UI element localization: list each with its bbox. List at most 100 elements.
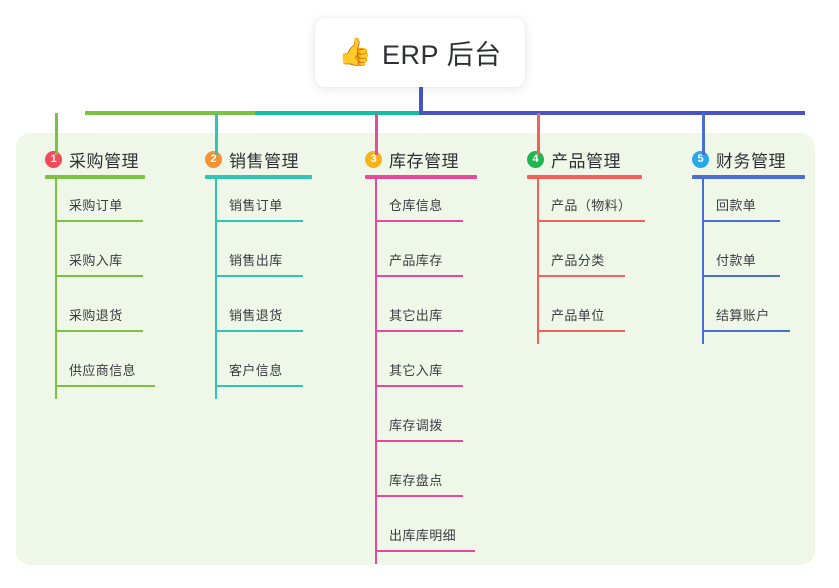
list-item-rule — [55, 385, 155, 387]
connector-bar-green — [85, 111, 257, 115]
root-title-text: ERP 后台 — [382, 40, 502, 70]
list-item-label: 其它入库 — [389, 363, 443, 378]
list-item-rule — [375, 385, 463, 387]
list-item[interactable]: 库存盘点 — [365, 454, 477, 509]
column-index-badge: 4 — [527, 150, 544, 168]
column-item-list: 回款单付款单结算账户 — [692, 179, 805, 344]
list-item-label: 其它出库 — [389, 308, 443, 323]
list-item-label: 采购退货 — [69, 308, 123, 323]
list-item-rule — [537, 330, 625, 332]
list-item[interactable]: 客户信息 — [205, 344, 312, 399]
column-trunk-line — [537, 179, 539, 344]
list-item-label: 采购订单 — [69, 198, 123, 213]
column-drop-connector-1 — [55, 113, 58, 155]
list-item-rule — [375, 550, 475, 552]
column-trunk-line — [215, 179, 217, 399]
list-item[interactable]: 结算账户 — [692, 289, 805, 344]
root-title-card[interactable]: 👍 ERP 后台 — [315, 18, 525, 87]
list-item-rule — [702, 275, 780, 277]
list-item[interactable]: 销售订单 — [205, 179, 312, 234]
list-item-rule — [55, 275, 143, 277]
list-item-rule — [215, 275, 303, 277]
content-panel — [16, 133, 815, 565]
list-item-label: 库存盘点 — [389, 473, 443, 488]
list-item-rule — [375, 495, 463, 497]
list-item[interactable]: 采购入库 — [45, 234, 145, 289]
list-item-rule — [215, 385, 303, 387]
list-item-label: 采购入库 — [69, 253, 123, 268]
list-item-rule — [537, 275, 625, 277]
list-item[interactable]: 回款单 — [692, 179, 805, 234]
column-header-4[interactable]: 4 产品管理 — [527, 148, 642, 171]
list-item-label: 库存调拨 — [389, 418, 443, 433]
root-stem-connector — [419, 87, 423, 115]
column-drop-connector-3 — [375, 113, 378, 155]
list-item[interactable]: 采购订单 — [45, 179, 145, 234]
list-item[interactable]: 销售退货 — [205, 289, 312, 344]
column-title: 产品管理 — [551, 151, 621, 171]
list-item[interactable]: 销售出库 — [205, 234, 312, 289]
column-item-list: 产品（物料） 产品分类产品单位 — [527, 179, 645, 344]
list-item-label: 仓库信息 — [389, 198, 443, 213]
list-item[interactable]: 付款单 — [692, 234, 805, 289]
column-title: 采购管理 — [69, 151, 139, 171]
list-item-rule — [375, 220, 463, 222]
column-header-1[interactable]: 1 采购管理 — [45, 148, 145, 171]
column-header-rule — [692, 175, 805, 179]
list-item-label: 销售出库 — [229, 253, 283, 268]
list-item-label: 客户信息 — [229, 363, 283, 378]
column-2[interactable]: 2 销售管理销售订单销售出库销售退货客户信息 — [205, 148, 312, 399]
list-item[interactable]: 仓库信息 — [365, 179, 477, 234]
column-index-badge: 3 — [365, 150, 382, 168]
list-item-label: 供应商信息 — [69, 363, 137, 378]
column-item-list: 采购订单采购入库采购退货供应商信息 — [45, 179, 155, 399]
list-item-rule — [375, 330, 463, 332]
column-title: 财务管理 — [716, 151, 786, 171]
list-item-rule — [55, 220, 143, 222]
column-trunk-line — [375, 179, 377, 564]
list-item-label: 销售退货 — [229, 308, 283, 323]
column-drop-connector-4 — [537, 113, 540, 155]
list-item[interactable]: 产品分类 — [527, 234, 642, 289]
list-item-rule — [702, 330, 790, 332]
column-4[interactable]: 4 产品管理产品（物料） 产品分类产品单位 — [527, 148, 645, 344]
column-header-rule — [205, 175, 312, 179]
column-header-2[interactable]: 2 销售管理 — [205, 148, 312, 171]
connector-bar-teal — [255, 111, 423, 115]
list-item[interactable]: 产品（物料） — [527, 179, 645, 234]
list-item-rule — [215, 220, 303, 222]
list-item[interactable]: 库存调拨 — [365, 399, 477, 454]
list-item-rule — [702, 220, 780, 222]
list-item[interactable]: 供应商信息 — [45, 344, 155, 399]
list-item[interactable]: 采购退货 — [45, 289, 145, 344]
list-item[interactable]: 产品单位 — [527, 289, 642, 344]
list-item-rule — [537, 220, 645, 222]
column-index-badge: 1 — [45, 150, 62, 168]
list-item-rule — [375, 275, 463, 277]
column-index-badge: 2 — [205, 150, 222, 168]
column-1[interactable]: 1 采购管理采购订单采购入库采购退货供应商信息 — [45, 148, 155, 399]
list-item[interactable]: 其它入库 — [365, 344, 477, 399]
list-item-label: 产品分类 — [551, 253, 605, 268]
column-header-rule — [527, 175, 642, 179]
list-item-rule — [375, 440, 463, 442]
list-item[interactable]: 产品库存 — [365, 234, 477, 289]
column-drop-connector-5 — [702, 113, 705, 155]
list-item-label: 回款单 — [716, 198, 757, 213]
column-item-list: 销售订单销售出库销售退货客户信息 — [205, 179, 312, 399]
column-drop-connector-2 — [215, 113, 218, 155]
column-header-rule — [45, 175, 145, 179]
list-item-label: 产品单位 — [551, 308, 605, 323]
list-item-label: 出库库明细 — [389, 528, 457, 543]
list-item-rule — [215, 330, 303, 332]
list-item-label: 产品（物料） — [551, 198, 632, 213]
list-item[interactable]: 出库库明细 — [365, 509, 477, 564]
column-title: 销售管理 — [229, 151, 299, 171]
list-item[interactable]: 其它出库 — [365, 289, 477, 344]
column-trunk-line — [55, 179, 57, 399]
